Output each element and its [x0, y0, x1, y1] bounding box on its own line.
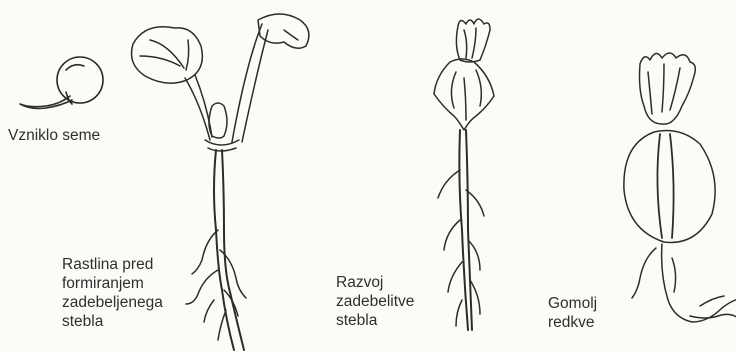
label-stem-development: Razvoj zadebelitve stebla	[336, 273, 414, 330]
label-plant-before-stem: Rastlina pred formiranjem zadebeljenega …	[62, 255, 163, 331]
thickening-stem	[434, 19, 494, 330]
radish-tuber	[624, 53, 736, 322]
label-germinated-seed: Vzniklo seme	[8, 126, 100, 145]
label-radish-tuber: Gomolj redkve	[548, 294, 597, 332]
germinated-seed	[20, 57, 103, 109]
